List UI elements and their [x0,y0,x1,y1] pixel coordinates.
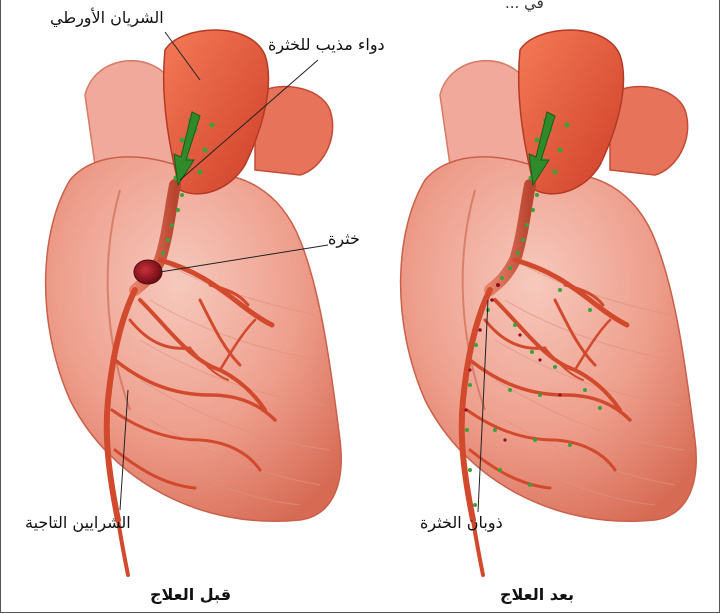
caption-after: بعد العلاج [500,585,574,604]
label-dissolve: ذوبان الخثرة [420,515,503,531]
caption-before: قبل العلاج [150,585,231,604]
heart-after [401,30,697,575]
heart-body-before [46,157,342,521]
label-aorta: الشريان الأورطي [50,10,164,26]
heart-before [46,30,342,575]
heart-body-after [401,157,697,521]
label-drug: دواء مذيب للخثرة [268,37,385,53]
label-clot: خثرة [328,231,360,247]
top-partial-text: في ... [505,0,544,12]
label-coronary: الشرايين التاجية [25,515,131,531]
clot-before [134,260,162,284]
